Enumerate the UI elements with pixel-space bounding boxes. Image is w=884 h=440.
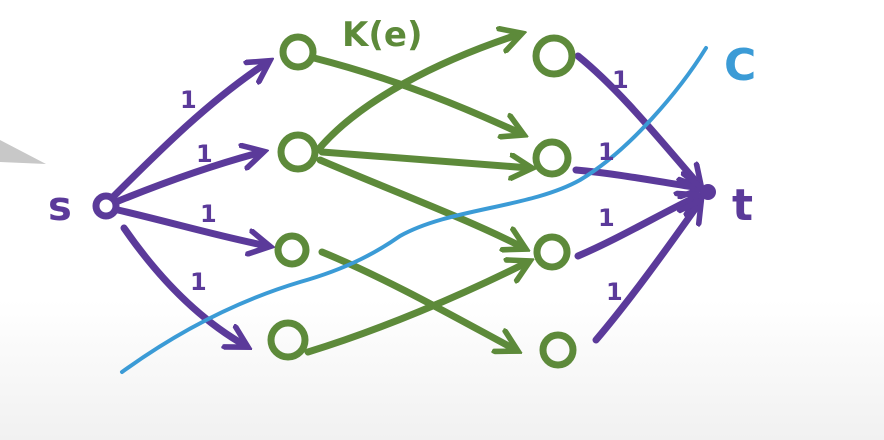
weight-sink-4: 1 — [606, 278, 623, 306]
edge-l2-r3 — [316, 156, 524, 248]
sink-node — [700, 184, 716, 200]
edge-s-l3 — [114, 206, 268, 246]
node-right-3 — [533, 233, 571, 271]
node-left-2 — [277, 131, 319, 173]
cut-curve — [120, 46, 708, 374]
edge-l2-r2 — [318, 148, 530, 168]
weight-source-3: 1 — [200, 200, 217, 228]
edge-l3-r4 — [318, 248, 516, 350]
weight-sink-3: 1 — [598, 204, 615, 232]
weight-source-2: 1 — [196, 140, 213, 168]
weight-sink-2: 1 — [598, 138, 615, 166]
node-left-4 — [267, 319, 309, 361]
edge-r4-t — [592, 202, 700, 344]
weight-source-4: 1 — [190, 268, 207, 296]
capacity-label: K(e) — [342, 15, 422, 55]
edge-s-l4 — [120, 224, 246, 346]
weight-sink-1: 1 — [612, 66, 629, 94]
weight-source-1: 1 — [180, 86, 197, 114]
source-label: s — [48, 184, 72, 230]
node-left-1 — [279, 33, 317, 71]
pointer-wedge — [0, 140, 46, 164]
edge-l2-r1 — [314, 34, 520, 154]
edge-r1-t — [574, 52, 700, 186]
edge-s-l1 — [108, 62, 268, 202]
cut-label: C — [724, 40, 756, 91]
edge-l1-r2 — [310, 54, 522, 134]
node-right-4 — [539, 331, 577, 369]
source-node — [92, 192, 120, 220]
edge-l4-r3 — [304, 262, 528, 356]
node-right-1 — [532, 34, 576, 78]
node-right-2 — [532, 138, 572, 178]
sink-label: t — [732, 180, 753, 231]
edge-s-l2 — [112, 152, 262, 206]
node-left-3 — [274, 232, 310, 268]
